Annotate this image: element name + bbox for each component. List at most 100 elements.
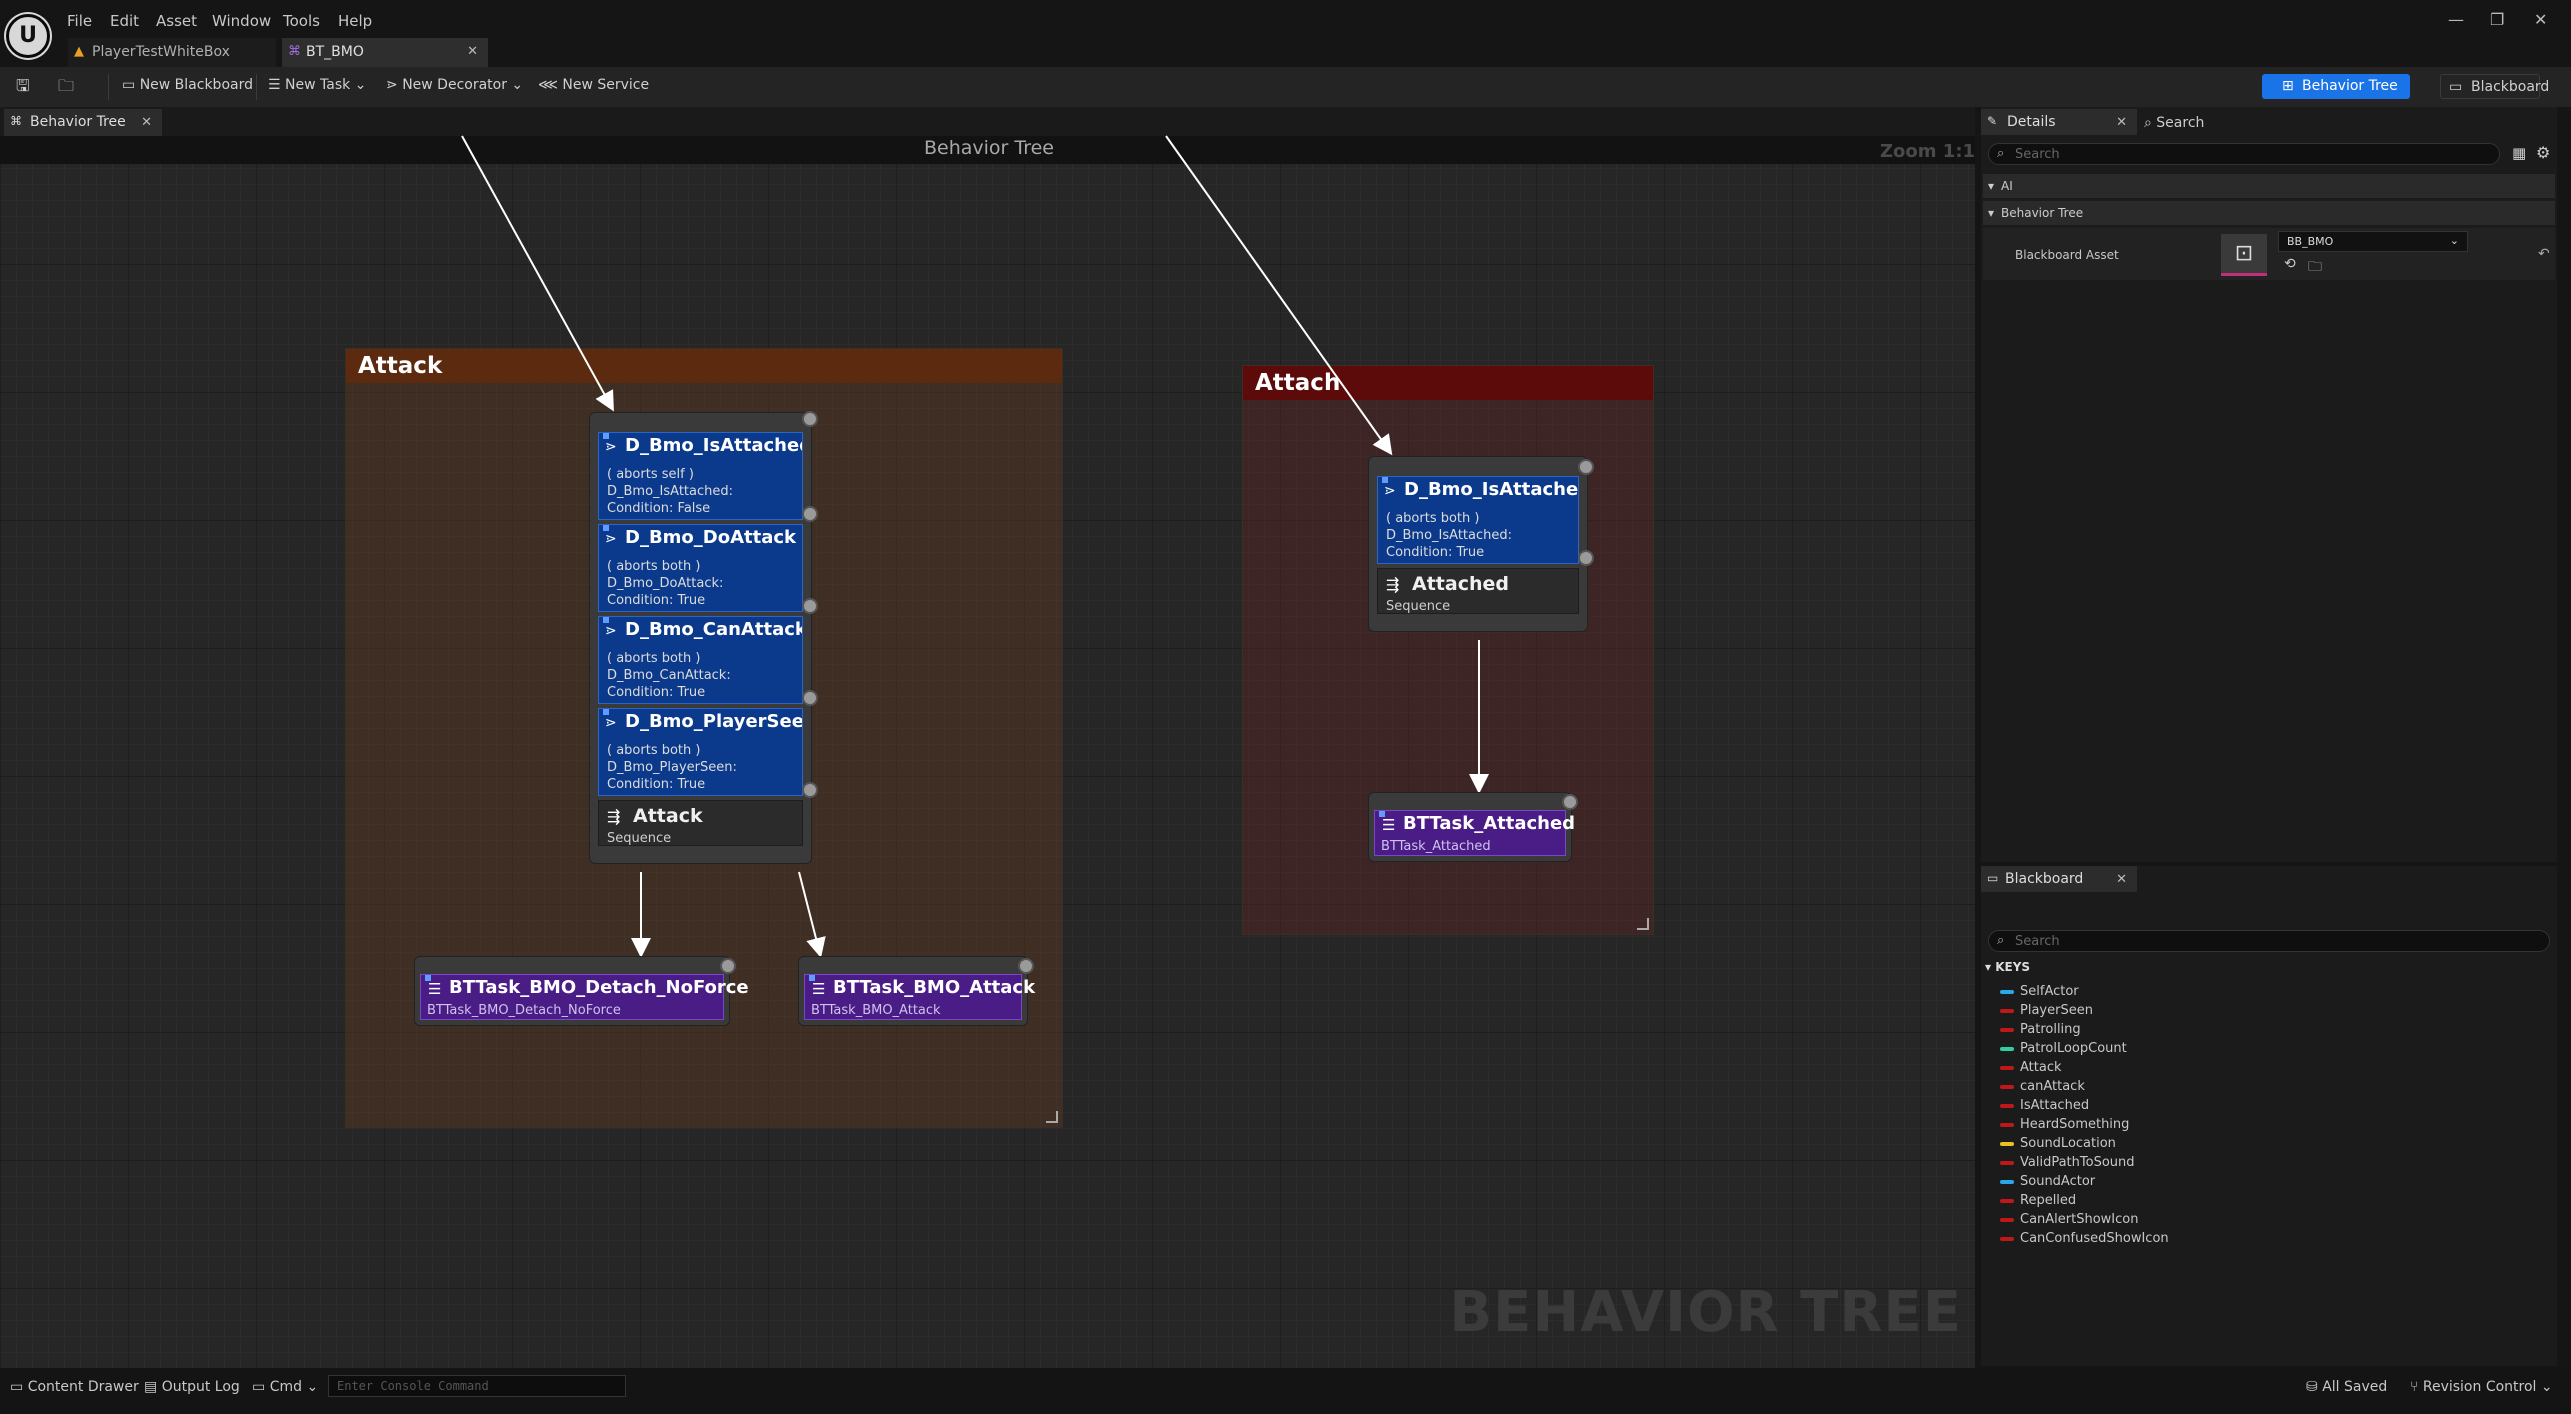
decorator-pin[interactable] bbox=[802, 598, 818, 614]
blackboard-key[interactable]: SoundLocation bbox=[2000, 1136, 2116, 1155]
drawer-icon: ▭ bbox=[10, 1379, 28, 1395]
tab-blackboard[interactable]: ▭ Blackboard ✕ bbox=[1981, 866, 2137, 892]
blackboard-mode-button[interactable]: ▭ Blackboard bbox=[2440, 74, 2549, 99]
reset-icon[interactable]: ↶ bbox=[2538, 246, 2550, 262]
decorator-icon: ⋗ bbox=[605, 715, 617, 731]
decorator-node[interactable]: ⋗ D_Bmo_IsAttached ( aborts self ) D_Bmo… bbox=[598, 432, 803, 520]
browse-folder-icon[interactable]: 🗀 bbox=[2308, 259, 2322, 275]
console-command-input[interactable]: Enter Console Command bbox=[328, 1375, 626, 1397]
new-decorator-button[interactable]: ⋗ New Decorator ⌄ bbox=[386, 77, 523, 93]
sequence-node[interactable]: ⇶ Attack Sequence bbox=[598, 800, 803, 846]
content-drawer-button[interactable]: ▭ Content Drawer bbox=[10, 1379, 139, 1395]
close-icon[interactable]: ✕ bbox=[2116, 872, 2127, 887]
blackboard-key[interactable]: PatrolLoopCount bbox=[2000, 1041, 2127, 1060]
unreal-logo-icon[interactable]: U bbox=[6, 14, 50, 58]
menu-window[interactable]: Window bbox=[212, 12, 272, 30]
comment-title[interactable]: Attach bbox=[1243, 366, 1653, 400]
save-icon[interactable]: 🖫 bbox=[16, 76, 30, 95]
tab-search[interactable]: ⌕ Search bbox=[2144, 115, 2204, 131]
blackboard-search-input[interactable]: ⌕ Search bbox=[1988, 930, 2550, 952]
restore-icon[interactable]: ❐ bbox=[2490, 10, 2505, 29]
close-icon[interactable]: ✕ bbox=[467, 44, 478, 59]
keys-header[interactable]: ▾ KEYS bbox=[1985, 960, 2030, 974]
save-status-icon: ⛁ bbox=[2306, 1379, 2323, 1395]
table-view-icon[interactable]: ▦ bbox=[2512, 144, 2527, 162]
blackboard-key[interactable]: SelfActor bbox=[2000, 984, 2079, 1003]
blackboard-key[interactable]: CanAlertShowIcon bbox=[2000, 1212, 2138, 1231]
section-ai[interactable]: ▾ AI bbox=[1983, 174, 2555, 198]
task-node-detach-noforce[interactable]: ☰ BTTask_BMO_Detach_NoForce BTTask_BMO_D… bbox=[420, 974, 749, 1020]
section-behavior-tree[interactable]: ▾ Behavior Tree bbox=[1983, 201, 2555, 225]
minimize-icon[interactable]: — bbox=[2448, 10, 2464, 29]
blackboard-key[interactable]: PlayerSeen bbox=[2000, 1003, 2093, 1022]
section-label: Behavior Tree bbox=[2001, 206, 2084, 220]
blackboard-key[interactable]: HeardSomething bbox=[2000, 1117, 2129, 1136]
decorator-node[interactable]: ⋗ D_Bmo_IsAttached ( aborts both ) D_Bmo… bbox=[1377, 476, 1579, 564]
blackboard-key[interactable]: CanConfusedShowIcon bbox=[2000, 1231, 2169, 1250]
blackboard-asset-dropdown[interactable]: BB_BMO ⌄ bbox=[2278, 231, 2468, 252]
blackboard-tab-label: Blackboard bbox=[2005, 871, 2084, 887]
blackboard-key[interactable]: canAttack bbox=[2000, 1079, 2085, 1098]
input-pin[interactable] bbox=[802, 411, 818, 427]
details-search-input[interactable]: ⌕ Search bbox=[1988, 143, 2500, 165]
decorator-pin[interactable] bbox=[802, 690, 818, 706]
log-icon: ▤ bbox=[144, 1379, 162, 1395]
output-log-button[interactable]: ▤ Output Log bbox=[144, 1379, 240, 1395]
blackboard-asset-value: BB_BMO bbox=[2287, 235, 2334, 248]
all-saved-button[interactable]: ⛁ All Saved bbox=[2306, 1379, 2387, 1395]
input-pin[interactable] bbox=[720, 958, 736, 974]
task-node-attached[interactable]: ☰ BTTask_Attached BTTask_Attached bbox=[1374, 810, 1575, 856]
blackboard-key[interactable]: SoundActor bbox=[2000, 1174, 2095, 1193]
use-selected-icon[interactable]: ⟲ bbox=[2284, 256, 2296, 272]
behavior-tree-mode-button[interactable]: ⊞ Behavior Tree bbox=[2262, 74, 2410, 99]
close-icon[interactable]: ✕ bbox=[2116, 115, 2127, 130]
doc-tab-player-test-whitebox[interactable]: ▲ PlayerTestWhiteBox bbox=[68, 38, 276, 67]
revision-control-button[interactable]: ⑂ Revision Control ⌄ bbox=[2410, 1379, 2553, 1395]
new-task-button[interactable]: ☰ New Task ⌄ bbox=[268, 77, 366, 93]
cmd-dropdown[interactable]: ▭ Cmd ⌄ bbox=[252, 1379, 318, 1395]
resize-handle[interactable] bbox=[1637, 918, 1649, 930]
graph-canvas[interactable] bbox=[0, 136, 1975, 1368]
browse-icon[interactable]: 🗀 bbox=[58, 76, 75, 95]
menu-help[interactable]: Help bbox=[338, 12, 373, 30]
gear-icon[interactable]: ⚙ bbox=[2536, 143, 2551, 162]
tab-behavior-tree-graph[interactable]: ⌘ Behavior Tree ✕ bbox=[4, 109, 162, 136]
terminal-icon: ▭ bbox=[252, 1379, 270, 1395]
doc-tab-bt-bmo[interactable]: ⌘ BT_BMO ✕ bbox=[282, 38, 488, 67]
decorator-node[interactable]: ⋗ D_Bmo_DoAttack ( aborts both ) D_Bmo_D… bbox=[598, 524, 803, 612]
output-log-label: Output Log bbox=[161, 1379, 240, 1395]
decorator-pin[interactable] bbox=[1578, 550, 1594, 566]
blackboard-asset-thumbnail[interactable]: ⊡ bbox=[2221, 234, 2267, 276]
menu-file[interactable]: File bbox=[67, 12, 93, 30]
tab-details[interactable]: ✎ Details ✕ bbox=[1981, 109, 2137, 135]
pencil-icon: ✎ bbox=[1987, 114, 1998, 128]
blackboard-key[interactable]: IsAttached bbox=[2000, 1098, 2089, 1117]
blackboard-icon: ▭ bbox=[1987, 871, 1999, 885]
blackboard-key[interactable]: ValidPathToSound bbox=[2000, 1155, 2135, 1174]
blackboard-key[interactable]: Attack bbox=[2000, 1060, 2062, 1079]
decorator-pin[interactable] bbox=[802, 782, 818, 798]
sequence-node[interactable]: ⇶ Attached Sequence bbox=[1377, 568, 1579, 614]
close-icon[interactable]: ✕ bbox=[141, 115, 152, 130]
decorator-node[interactable]: ⋗ D_Bmo_CanAttack ( aborts both ) D_Bmo_… bbox=[598, 616, 803, 704]
menu-tools[interactable]: Tools bbox=[283, 12, 320, 30]
input-pin[interactable] bbox=[1578, 459, 1594, 475]
toolbar bbox=[0, 67, 2571, 107]
menu-asset[interactable]: Asset bbox=[156, 12, 198, 30]
blackboard-key[interactable]: Patrolling bbox=[2000, 1022, 2081, 1041]
new-blackboard-button[interactable]: ▭ New Blackboard bbox=[122, 77, 253, 93]
new-service-button[interactable]: ⋘ New Service bbox=[538, 77, 649, 93]
decorator-pin[interactable] bbox=[802, 506, 818, 522]
blackboard-key[interactable]: Repelled bbox=[2000, 1193, 2076, 1212]
input-pin[interactable] bbox=[1562, 794, 1578, 810]
decorator-node[interactable]: ⋗ D_Bmo_PlayerSeen ( aborts both ) D_Bmo… bbox=[598, 708, 803, 796]
menu-edit[interactable]: Edit bbox=[110, 12, 140, 30]
key-type-swatch bbox=[2000, 1046, 2014, 1051]
task-node-bmo-attack[interactable]: ☰ BTTask_BMO_Attack BTTask_BMO_Attack bbox=[804, 974, 1035, 1020]
window-close-icon[interactable]: ✕ bbox=[2534, 10, 2548, 29]
key-name: Repelled bbox=[2020, 1193, 2077, 1208]
resize-handle[interactable] bbox=[1046, 1111, 1058, 1123]
input-pin[interactable] bbox=[1018, 958, 1034, 974]
comment-title[interactable]: Attack bbox=[346, 349, 1062, 383]
